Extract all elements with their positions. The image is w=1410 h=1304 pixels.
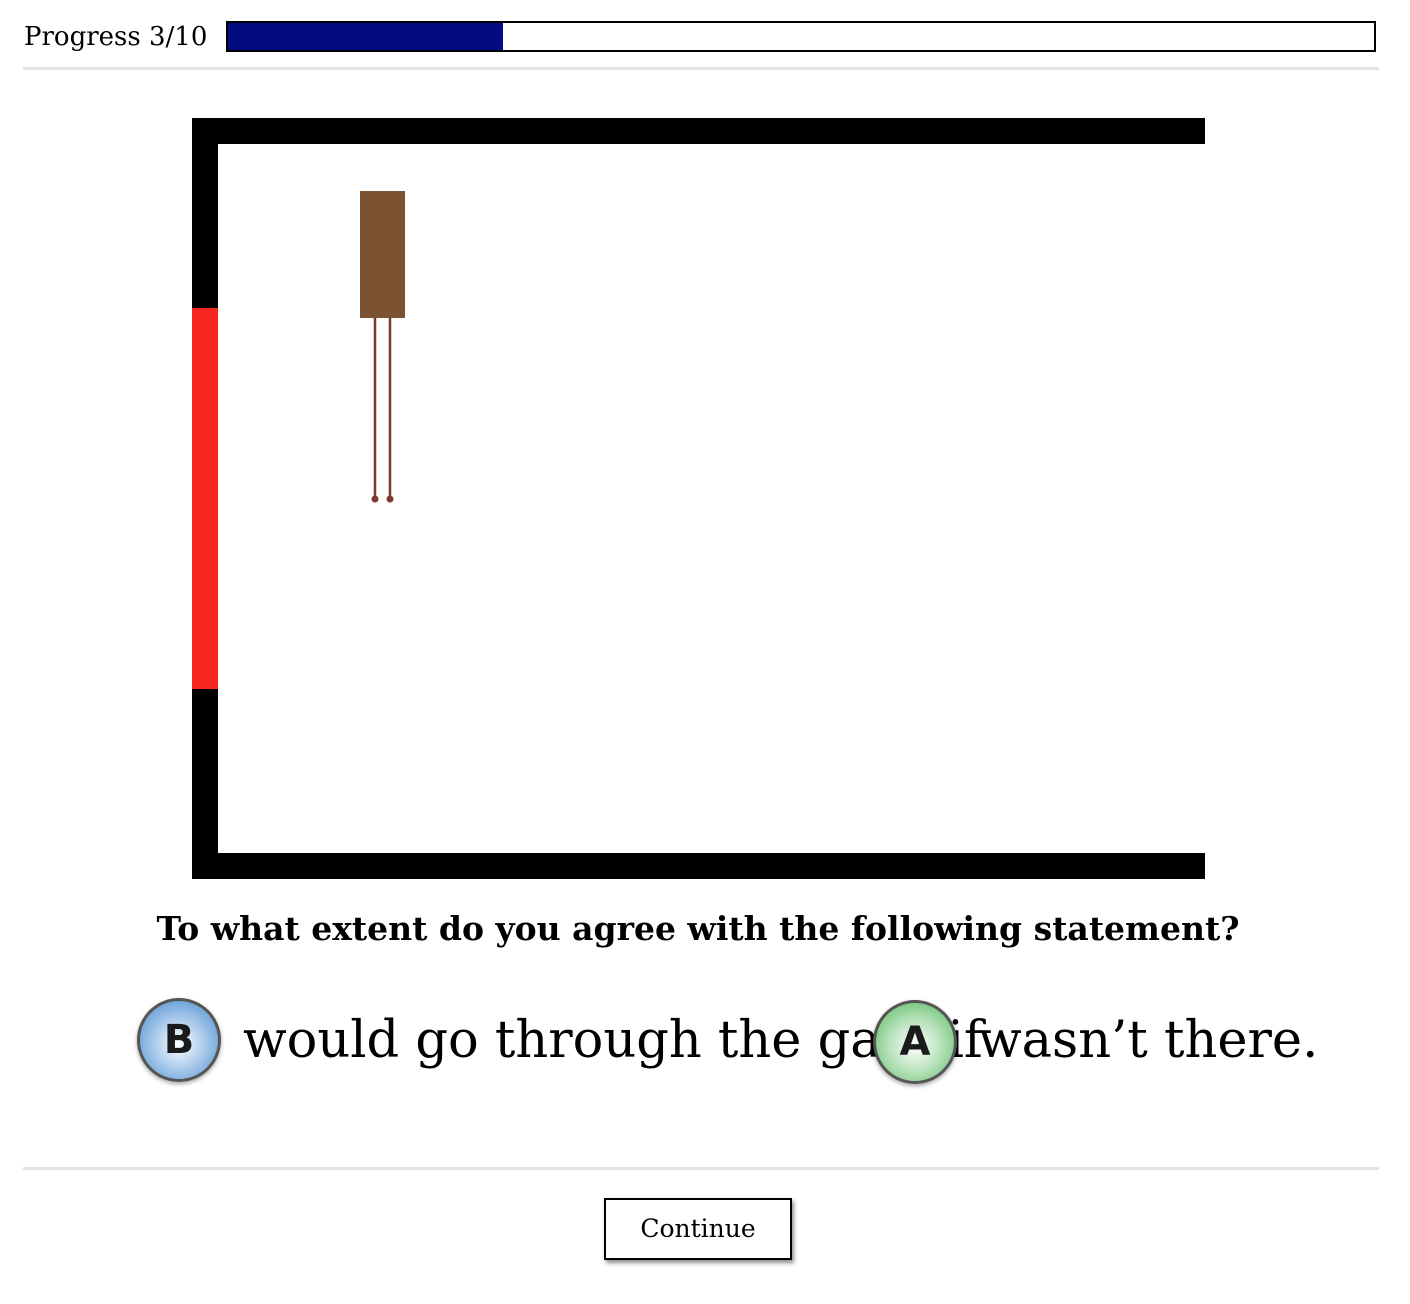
continue-button[interactable]: Continue — [604, 1198, 792, 1260]
statement-middle-text: would go through the gate if — [243, 1011, 983, 1070]
motion-trail — [371, 318, 394, 503]
left-wall-lower — [192, 689, 218, 879]
trail-end-dot-right — [386, 495, 394, 503]
brown-block — [360, 191, 405, 318]
ball-b-token: B — [137, 998, 221, 1082]
progress-label: Progress 3/10 — [24, 22, 208, 52]
bottom-wall — [192, 853, 1205, 879]
statement-end-text: wasn’t there. — [978, 1011, 1319, 1070]
progress-bar — [226, 21, 1376, 52]
statement: B would go through the gate if A wasn’t … — [0, 996, 1410, 1088]
physics-scene — [192, 118, 1205, 879]
progress-bar-fill — [228, 23, 504, 50]
left-wall-upper — [192, 118, 218, 308]
trail-end-dot-left — [371, 495, 379, 503]
top-wall — [192, 118, 1205, 144]
ball-a-token: A — [873, 1000, 957, 1084]
gate — [192, 308, 218, 689]
top-divider — [23, 67, 1379, 70]
question-prompt: To what extent do you agree with the fol… — [156, 909, 1240, 948]
bottom-divider — [23, 1167, 1379, 1170]
